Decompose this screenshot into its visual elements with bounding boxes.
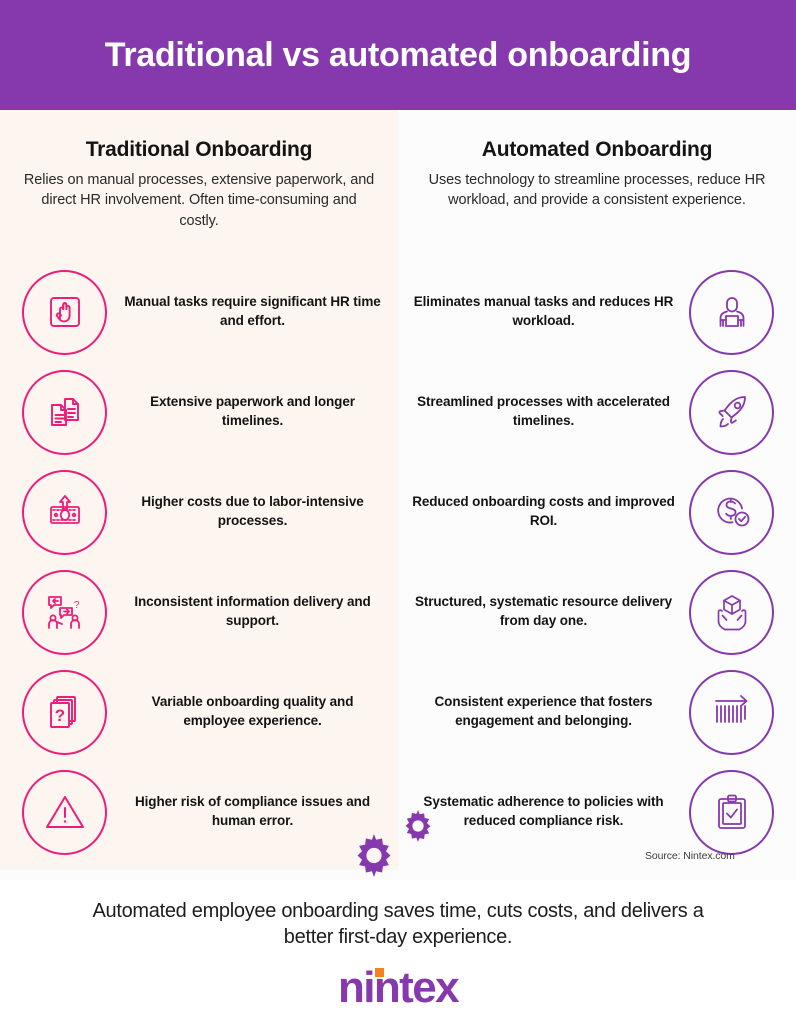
footer: Automated employee onboarding saves time… xyxy=(0,880,796,1024)
column-traditional: Traditional Onboarding Relies on manual … xyxy=(0,110,398,870)
column-title-traditional: Traditional Onboarding xyxy=(85,138,313,161)
list-item: Reduced onboarding costs and improved RO… xyxy=(398,462,796,562)
header-banner: Traditional vs automated onboarding xyxy=(0,0,796,110)
clipboard-check-icon xyxy=(689,769,774,855)
page-title: Traditional vs automated onboarding xyxy=(104,35,692,74)
footer-summary: Automated employee onboarding saves time… xyxy=(92,900,704,949)
list-item-label: Reduced onboarding costs and improved RO… xyxy=(412,494,675,528)
list-item-label: Streamlined processes with accelerated t… xyxy=(417,394,670,428)
list-item: ? Inconsistent information delivery and … xyxy=(0,562,398,662)
column-subtitle-traditional: Relies on manual processes, extensive pa… xyxy=(23,172,375,229)
warning-triangle-icon xyxy=(22,769,107,855)
svg-text:?: ? xyxy=(74,600,80,611)
list-item-label: Inconsistent information delivery and su… xyxy=(134,594,371,628)
list-item: Eliminates manual tasks and reduces HR w… xyxy=(398,262,796,362)
hand-stop-icon xyxy=(22,269,107,355)
list-item: Manual tasks require significant HR time… xyxy=(0,262,398,362)
rocket-icon xyxy=(689,369,774,455)
question-documents-icon: ? xyxy=(22,669,107,755)
list-item: Structured, systematic resource delivery… xyxy=(398,562,796,662)
column-header-traditional: Traditional Onboarding Relies on manual … xyxy=(0,110,398,231)
list-item: Extensive paperwork and longer timelines… xyxy=(0,362,398,462)
money-rising-cost-icon xyxy=(22,469,107,555)
column-title-automated: Automated Onboarding xyxy=(481,138,713,161)
list-item-label: Structured, systematic resource delivery… xyxy=(414,594,673,628)
hands-box-delivery-icon xyxy=(689,569,774,655)
list-item: Higher costs due to labor-intensive proc… xyxy=(0,462,398,562)
list-item: Systematic adherence to policies with re… xyxy=(398,762,796,862)
list-item: ? Variable onboarding quality and employ… xyxy=(0,662,398,762)
source-label: Source: Nintex.com xyxy=(645,850,735,862)
list-item: Streamlined processes with accelerated t… xyxy=(398,362,796,462)
logo-accent-dot-icon xyxy=(375,967,384,977)
list-item-label: Higher risk of compliance issues and hum… xyxy=(135,794,370,828)
column-automated: Automated Onboarding Uses technology to … xyxy=(398,110,796,870)
list-item-label: Eliminates manual tasks and reduces HR w… xyxy=(413,294,674,328)
documents-paperwork-icon xyxy=(22,369,107,455)
nintex-logo: nintex xyxy=(338,962,460,1013)
gears-icon xyxy=(348,806,440,886)
list-item-label: Extensive paperwork and longer timelines… xyxy=(150,394,355,428)
list-item: Consistent experience that fosters engag… xyxy=(398,662,796,762)
person-employee-icon xyxy=(689,269,774,355)
comparison-columns: Traditional Onboarding Relies on manual … xyxy=(0,110,796,870)
dollar-check-icon xyxy=(689,469,774,555)
logo-wordmark: nintex xyxy=(338,962,460,1012)
list-item-label: Systematic adherence to policies with re… xyxy=(423,794,664,828)
automated-item-list: Eliminates manual tasks and reduces HR w… xyxy=(398,262,796,862)
list-item-label: Variable onboarding quality and employee… xyxy=(151,694,354,728)
svg-text:?: ? xyxy=(54,706,64,725)
list-item-label: Higher costs due to labor-intensive proc… xyxy=(141,494,364,528)
list-item-label: Manual tasks require significant HR time… xyxy=(124,294,381,328)
list-item: Higher risk of compliance issues and hum… xyxy=(0,762,398,862)
arrow-progress-bars-icon xyxy=(689,669,774,755)
column-header-automated: Automated Onboarding Uses technology to … xyxy=(398,110,796,211)
list-item-label: Consistent experience that fosters engag… xyxy=(434,694,653,728)
traditional-item-list: Manual tasks require significant HR time… xyxy=(0,262,398,862)
inconsistent-communication-icon: ? xyxy=(22,569,107,655)
column-subtitle-automated: Uses technology to streamline processes,… xyxy=(428,172,766,209)
